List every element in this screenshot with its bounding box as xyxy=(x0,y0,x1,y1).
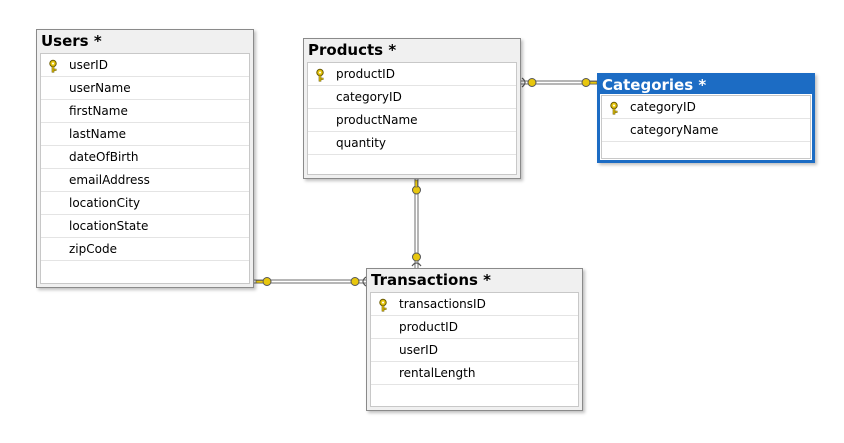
table-categories-title: Categories * xyxy=(600,76,812,94)
column-row[interactable]: firstName xyxy=(41,100,249,123)
column-name: categoryName xyxy=(630,123,719,137)
column-row[interactable]: userID xyxy=(41,54,249,77)
column-row[interactable]: categoryID xyxy=(308,86,516,109)
column-row[interactable]: lastName xyxy=(41,123,249,146)
key-end-icon xyxy=(412,179,421,195)
column-name: lastName xyxy=(69,127,127,141)
column-row[interactable]: productID xyxy=(308,63,516,86)
column-name: firstName xyxy=(69,104,128,118)
column-name: userName xyxy=(69,81,131,95)
column-row[interactable]: locationCity xyxy=(41,192,249,215)
primary-key-icon xyxy=(607,100,621,115)
column-row[interactable]: dateOfBirth xyxy=(41,146,249,169)
table-users[interactable]: Users * userID userName firstName lastName d… xyxy=(36,29,254,288)
table-users-title: Users * xyxy=(37,30,253,52)
relationship-products-categories[interactable] xyxy=(520,77,598,88)
column-name: categoryID xyxy=(336,90,402,104)
key-end-icon xyxy=(581,78,598,87)
primary-key-icon xyxy=(376,297,390,312)
column-name: userID xyxy=(399,343,438,357)
column-name: categoryID xyxy=(630,100,696,114)
table-products[interactable]: Products * productID categoryID productNam… xyxy=(303,38,521,179)
column-name: productName xyxy=(336,113,418,127)
column-row[interactable]: quantity xyxy=(308,132,516,155)
table-products-columns: productID categoryID productName quantity xyxy=(307,62,517,175)
column-row[interactable]: categoryID xyxy=(602,96,810,119)
column-row[interactable]: userName xyxy=(41,77,249,100)
many-end-icon xyxy=(350,276,367,287)
primary-key-icon xyxy=(313,67,327,82)
column-name: transactionsID xyxy=(399,297,486,311)
table-transactions-columns: transactionsID productID userID rentalLengt… xyxy=(370,292,579,407)
column-name: productID xyxy=(336,67,395,81)
many-end-icon xyxy=(411,252,422,267)
column-name: dateOfBirth xyxy=(69,150,139,164)
column-name: userID xyxy=(69,58,108,72)
column-row[interactable]: zipCode xyxy=(41,238,249,261)
column-row[interactable]: emailAddress xyxy=(41,169,249,192)
table-products-title: Products * xyxy=(304,39,520,61)
key-end-icon xyxy=(255,277,272,286)
table-categories-columns: categoryID categoryName xyxy=(601,95,811,159)
column-name: quantity xyxy=(336,136,387,150)
many-end-icon xyxy=(521,77,537,88)
table-transactions[interactable]: Transactions * transactionsID productID us… xyxy=(366,268,583,411)
column-row[interactable]: userID xyxy=(371,339,578,362)
column-name: locationCity xyxy=(69,196,141,210)
column-row[interactable]: productName xyxy=(308,109,516,132)
table-users-columns: userID userName firstName lastName dateOfBir… xyxy=(40,53,250,284)
table-transactions-title: Transactions * xyxy=(367,269,582,291)
primary-key-icon xyxy=(46,58,60,73)
column-row[interactable]: categoryName xyxy=(602,119,810,142)
column-name: productID xyxy=(399,320,458,334)
column-name: emailAddress xyxy=(69,173,150,187)
table-categories[interactable]: Categories * categoryID categoryName xyxy=(597,73,815,163)
column-name: locationState xyxy=(69,219,149,233)
column-row[interactable]: transactionsID xyxy=(371,293,578,316)
column-row[interactable]: rentalLength xyxy=(371,362,578,385)
column-name: zipCode xyxy=(69,242,117,256)
column-name: rentalLength xyxy=(399,366,476,380)
relationship-users-transactions[interactable] xyxy=(253,276,368,287)
column-row[interactable]: locationState xyxy=(41,215,249,238)
column-row[interactable]: productID xyxy=(371,316,578,339)
relationship-products-transactions[interactable] xyxy=(411,178,422,268)
